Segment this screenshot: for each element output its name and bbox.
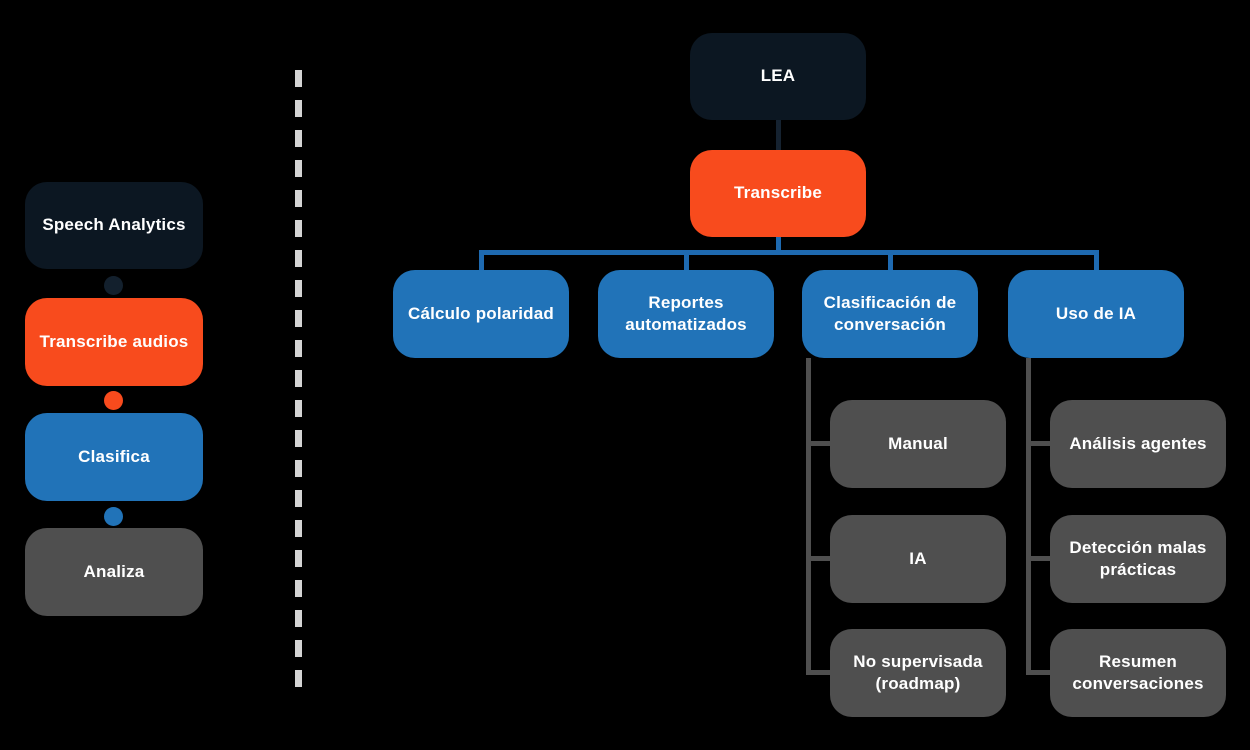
connector-stub-uso-ia [1094,250,1099,270]
connector-stub-deteccion [1026,556,1050,561]
connector-stub-analisis-agentes [1026,441,1050,446]
flow-connector-dot-1 [104,276,123,295]
connector-stub-no-supervisada [806,670,830,675]
connector-clasificacion-vertical [806,358,811,675]
connector-uso-ia-vertical [1026,358,1031,675]
connector-stub-clasificacion [888,250,893,270]
tree-node-no-supervisada: No supervisada (roadmap) [830,629,1006,717]
tree-node-reportes-automatizados: Reportes automatizados [598,270,774,358]
dashed-divider [295,70,302,698]
tree-node-manual: Manual [830,400,1006,488]
flow-node-transcribe-audios: Transcribe audios [25,298,203,386]
connector-lea-transcribe [776,120,781,150]
tree-node-transcribe: Transcribe [690,150,866,237]
connector-stub-resumen [1026,670,1050,675]
tree-node-deteccion-malas-practicas: Detección malas prácticas [1050,515,1226,603]
tree-node-calculo-polaridad: Cálculo polaridad [393,270,569,358]
flow-node-speech-analytics: Speech Analytics [25,182,203,269]
tree-node-uso-de-ia: Uso de IA [1008,270,1184,358]
flow-node-clasifica: Clasifica [25,413,203,501]
connector-transcribe-stub [776,237,781,253]
flow-node-analiza: Analiza [25,528,203,616]
connector-stub-ia [806,556,830,561]
tree-node-analisis-agentes: Análisis agentes [1050,400,1226,488]
connector-level2-horizontal [479,250,1099,255]
tree-node-ia: IA [830,515,1006,603]
connector-stub-manual [806,441,830,446]
connector-stub-reportes [684,250,689,270]
tree-node-lea: LEA [690,33,866,120]
connector-stub-calculo [479,250,484,270]
tree-node-resumen-conversaciones: Resumen conversaciones [1050,629,1226,717]
flow-connector-dot-3 [104,507,123,526]
tree-node-clasificacion-conversacion: Clasificación de conversación [802,270,978,358]
flow-connector-dot-2 [104,391,123,410]
